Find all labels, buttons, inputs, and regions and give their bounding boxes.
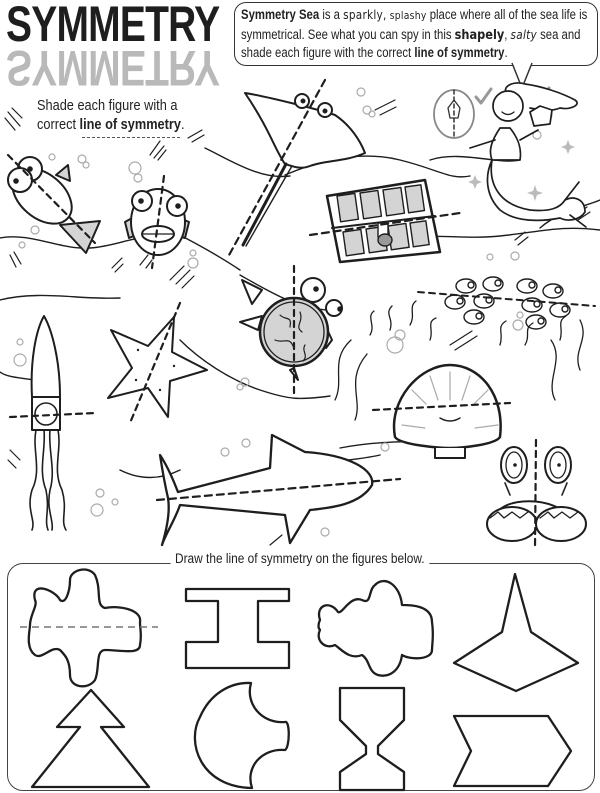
bubbles <box>13 87 553 537</box>
puffer-fish-figure <box>124 174 190 270</box>
scallop-shell-figure <box>371 363 512 459</box>
instructions: Shade each figure with a correct line of… <box>37 97 239 135</box>
starfish-figure <box>107 301 208 425</box>
crab-figure <box>486 438 587 550</box>
shark-figure <box>155 433 402 547</box>
practice-label: Draw the line of symmetry on the figures… <box>0 550 600 568</box>
instructions-key-term: line of symmetry <box>79 117 181 133</box>
treasure-chest-figure <box>308 178 462 264</box>
shape-cloud[interactable] <box>317 579 435 677</box>
shape-blob[interactable] <box>27 568 143 688</box>
instructions-underline <box>82 137 180 138</box>
stingray-figure <box>226 78 366 259</box>
fish-figure <box>6 153 101 254</box>
speech-bubble <box>234 2 598 66</box>
turtle-figure <box>239 264 343 399</box>
seaweed <box>334 300 584 421</box>
school-of-fish-figure <box>417 276 596 330</box>
hatch-marks <box>4 99 591 546</box>
page-title: SYMMETRY <box>6 0 220 52</box>
shape-star-kite[interactable] <box>452 572 580 693</box>
shape-hourglass[interactable] <box>338 686 406 792</box>
example-correct-icon <box>433 87 493 139</box>
instructions-line-1: Shade each figure with a <box>37 98 178 114</box>
mermaid-figure <box>469 82 587 228</box>
shape-bitten-circle[interactable] <box>193 681 290 790</box>
shape-i-beam[interactable] <box>184 587 291 670</box>
shape-tree-arrow[interactable] <box>30 688 151 789</box>
sparkles <box>468 140 575 201</box>
shape-chevron-arrow[interactable] <box>452 714 573 788</box>
squid-figure <box>8 315 97 531</box>
instructions-line-2: correct line of symmetry. <box>37 117 185 133</box>
speech-bubble-text: Symmetry Sea is a sparkly, splashy place… <box>241 7 588 60</box>
